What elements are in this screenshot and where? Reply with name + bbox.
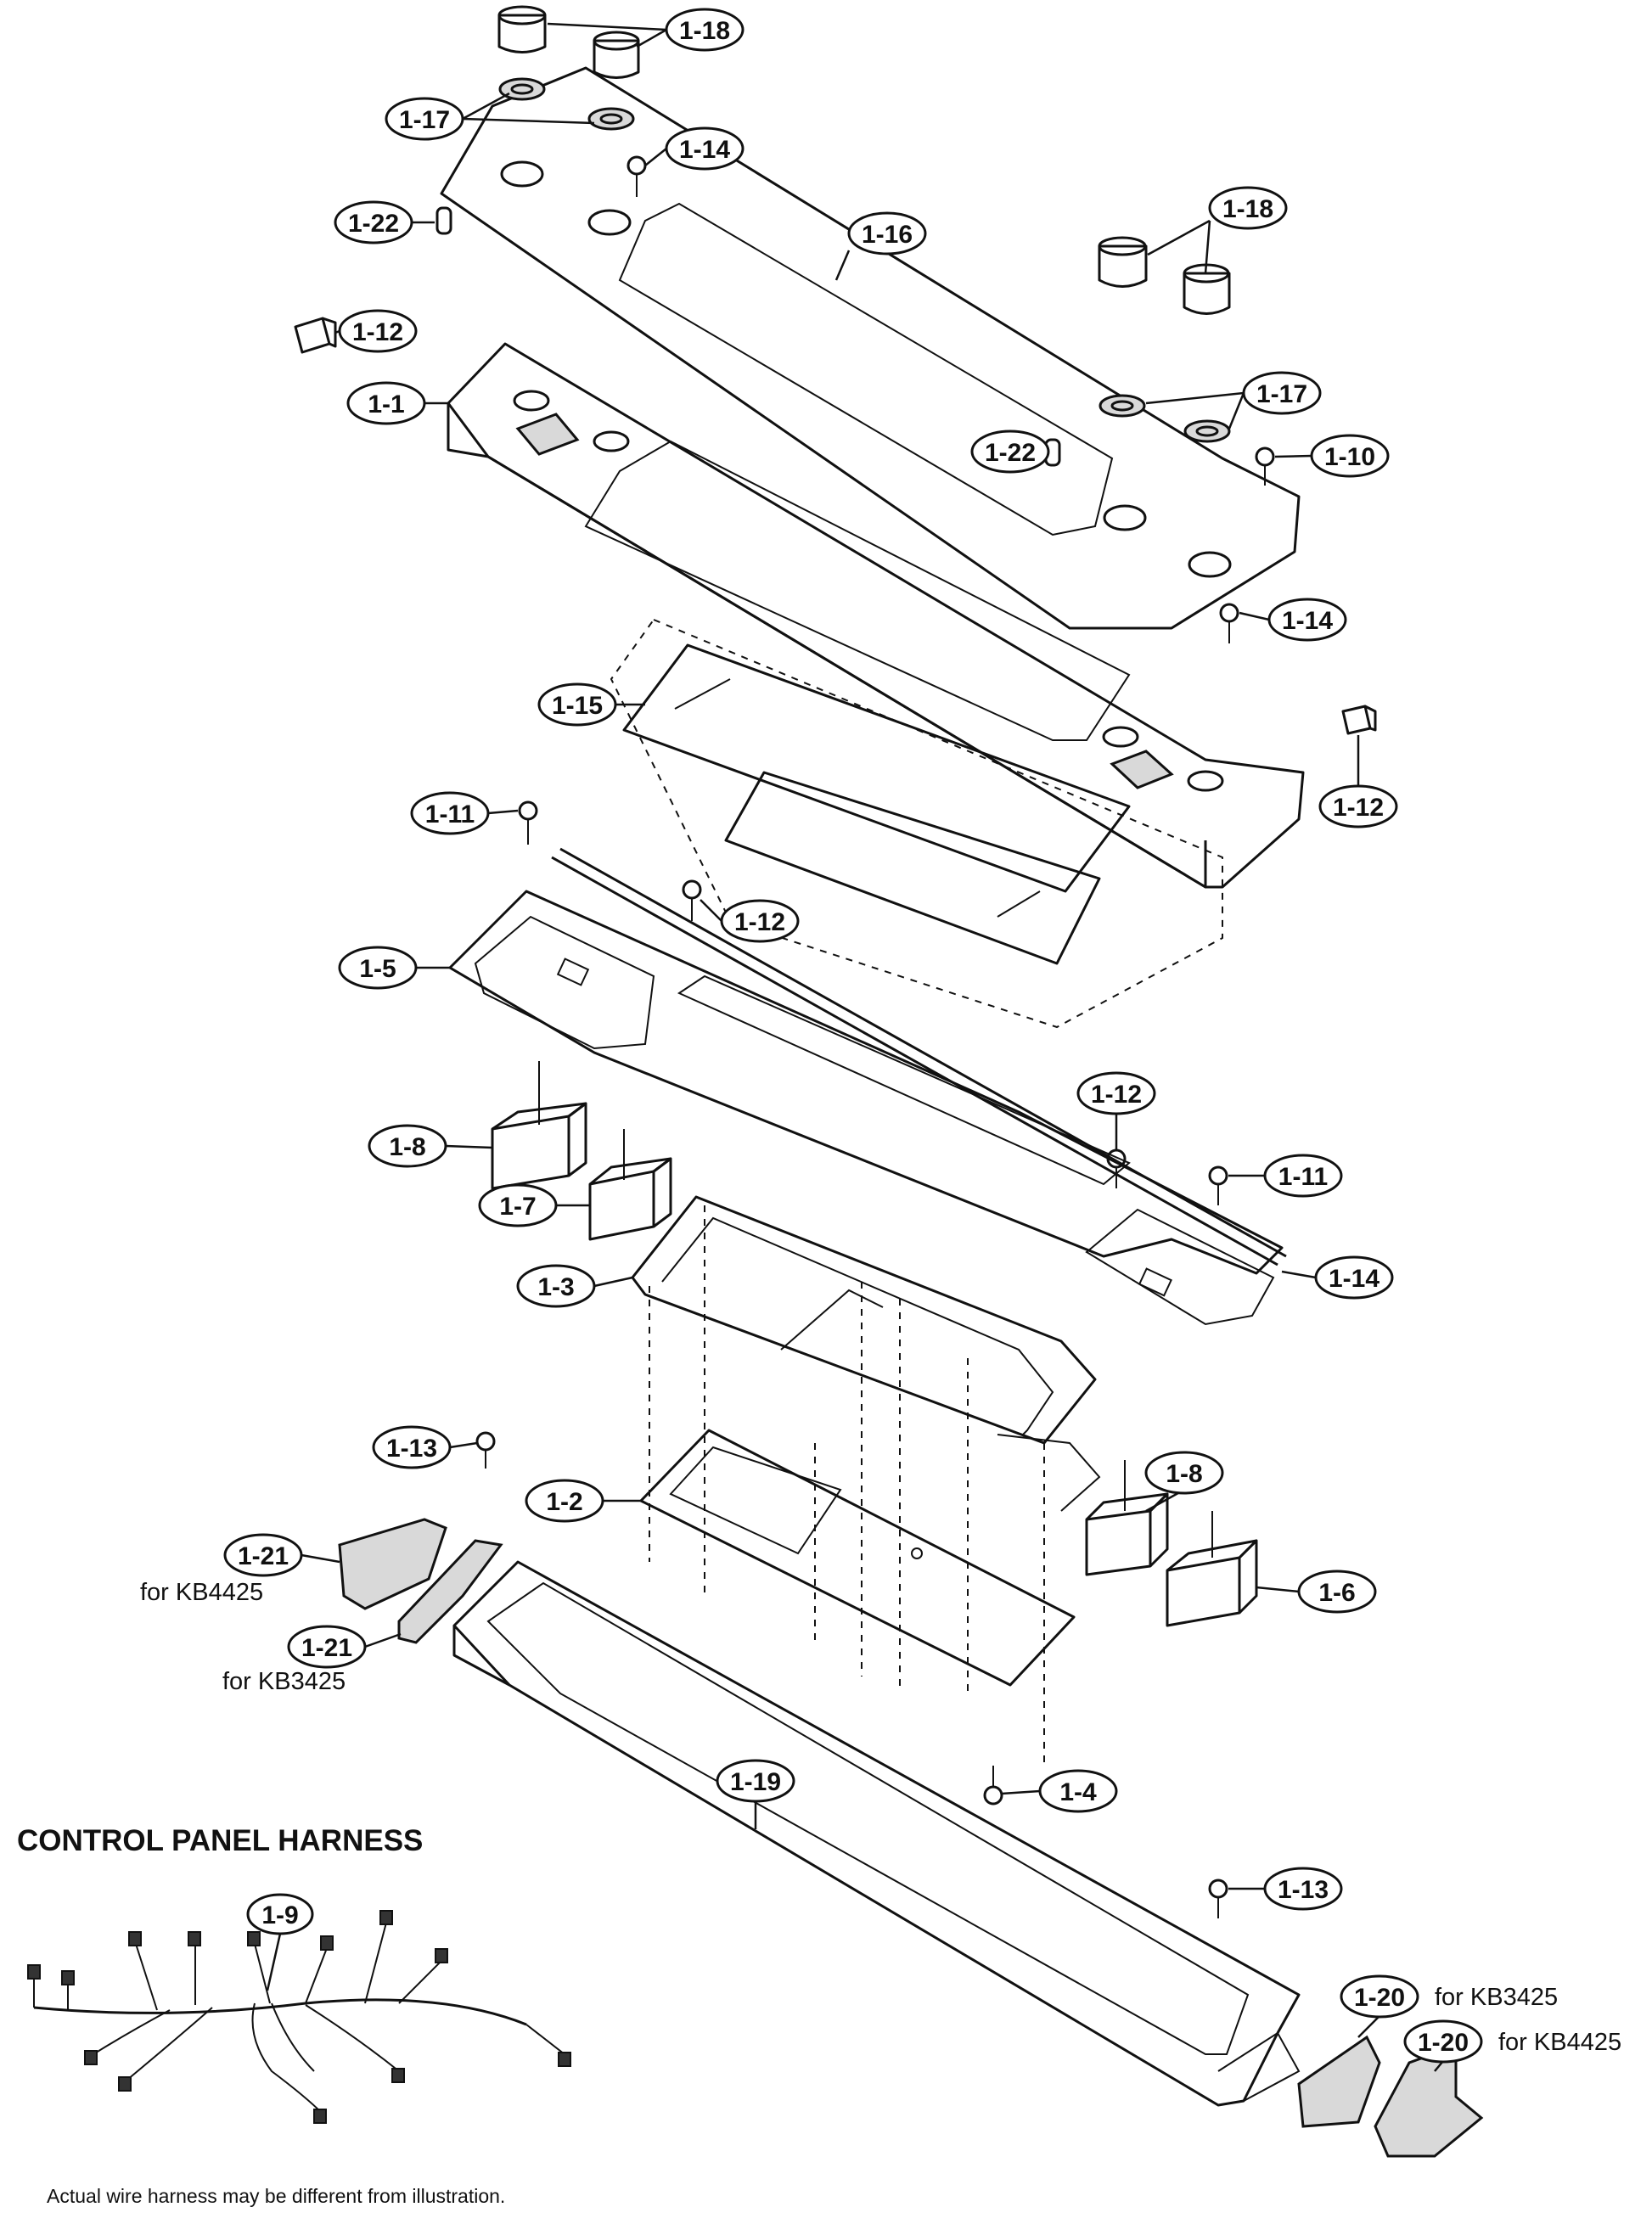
- callout-label: 1-21: [301, 1634, 352, 1662]
- part-frame: [448, 847, 1287, 1326]
- callout-label: 1-15: [552, 692, 603, 720]
- callout-label: 1-1: [368, 390, 404, 418]
- note-text: for KB4425: [140, 1579, 263, 1606]
- note-text: for KB4425: [1498, 2029, 1621, 2056]
- callout-label: 1-12: [734, 908, 785, 936]
- part-bottom-trim: [452, 1560, 1301, 2107]
- callout-label: 1-7: [499, 1193, 536, 1221]
- callout-label: 1-3: [537, 1273, 574, 1301]
- callout-label: 1-4: [1059, 1778, 1097, 1806]
- callout-label: 1-10: [1324, 443, 1375, 471]
- callout-label: 1-12: [1333, 794, 1384, 822]
- harness-heading: CONTROL PANEL HARNESS: [17, 1824, 423, 1857]
- callout-label: 1-22: [348, 210, 399, 238]
- callout-label: 1-6: [1318, 1579, 1355, 1607]
- callout-label: 1-20: [1418, 2029, 1469, 2057]
- callout-label: 1-18: [1222, 195, 1273, 223]
- part-lens: [610, 618, 1223, 1029]
- callout-label: 1-17: [399, 106, 450, 134]
- part-pcb: [639, 1205, 1076, 1766]
- part-main-panel: [447, 342, 1305, 889]
- callout-label: 1-17: [1256, 380, 1307, 408]
- callout-label: 1-19: [730, 1768, 781, 1796]
- callout-label: 1-11: [1278, 1163, 1328, 1191]
- callout-label: 1-14: [1282, 607, 1333, 635]
- callout-label: 1-8: [1166, 1460, 1202, 1488]
- switches: [491, 1061, 1258, 1627]
- part-bracket: [631, 1195, 1101, 1512]
- callout-label: 1-20: [1354, 1984, 1405, 2012]
- harness-note: Actual wire harness may be different fro…: [47, 2185, 505, 2207]
- callout-label: 1-22: [985, 439, 1036, 467]
- callout-label: 1-21: [238, 1542, 289, 1570]
- clips: [294, 317, 1377, 735]
- callout-label: 1-16: [862, 221, 913, 249]
- callout-label: 1-14: [1329, 1265, 1379, 1293]
- note-text: for KB3425: [222, 1668, 346, 1695]
- callout-label: 1-13: [386, 1435, 437, 1463]
- callout-label: 1-8: [389, 1133, 425, 1161]
- wire-harness: [27, 1910, 571, 2124]
- end-caps: [338, 1518, 1484, 2158]
- washers: [498, 77, 1231, 443]
- callout-bubbles: 1-18 1-17 1-14 1-22 1-16 1-18 1-12 1-1 1…: [223, 8, 1483, 2072]
- callout-label: 1-9: [261, 1901, 298, 1929]
- variant-notes: for KB4425 for KB3425 for KB3425 for KB4…: [140, 1579, 1621, 2056]
- callout-label: 1-11: [425, 800, 475, 828]
- knob-caps: [497, 5, 1231, 315]
- callout-label: 1-12: [352, 318, 403, 346]
- callout-label: 1-13: [1278, 1876, 1329, 1904]
- part-top-overlay: [440, 66, 1301, 630]
- callout-label: 1-2: [546, 1488, 582, 1516]
- callout-label: 1-5: [359, 955, 396, 983]
- callout-label: 1-18: [679, 17, 730, 45]
- callout-label: 1-12: [1091, 1081, 1142, 1109]
- note-text: for KB3425: [1435, 1984, 1558, 2011]
- callout-label: 1-14: [679, 136, 730, 164]
